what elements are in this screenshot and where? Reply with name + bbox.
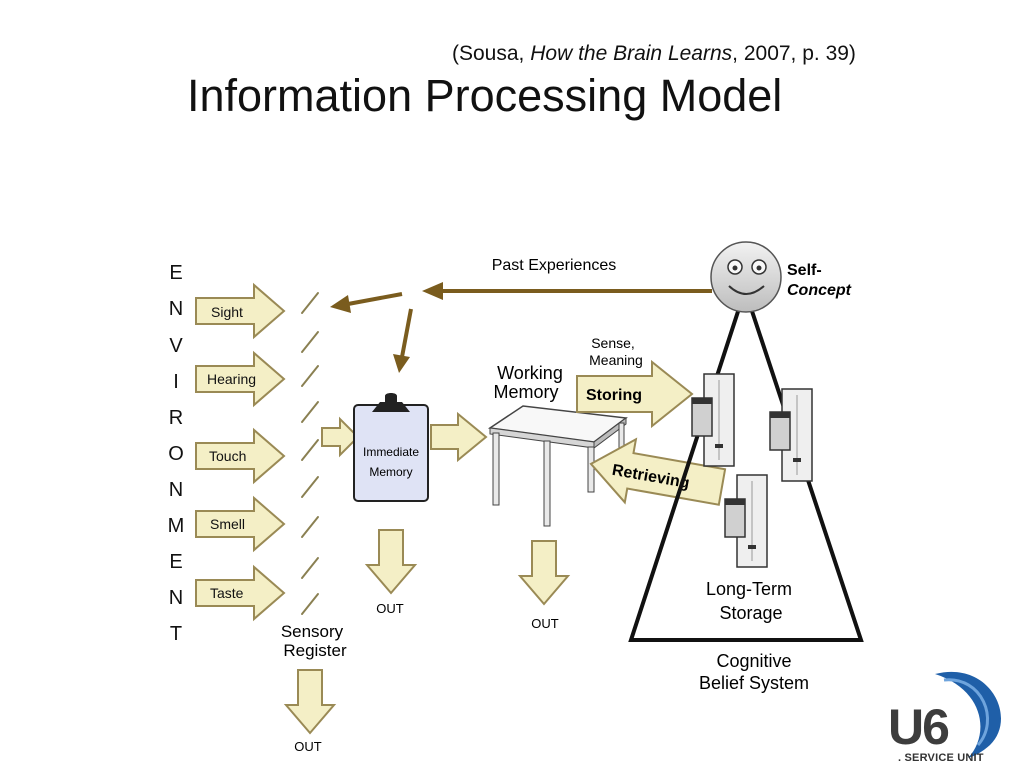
citation-close: , 2007, p. 39) — [732, 42, 856, 65]
immediate-memory-clipboard: Immediate Memory — [353, 393, 429, 502]
working-memory-label-2: Memory — [493, 382, 558, 402]
out-arrow-working: OUT — [517, 540, 571, 631]
environment-letter: E — [169, 262, 182, 284]
sense-label-hearing: Hearing — [207, 371, 256, 387]
sense-label-smell: Smell — [210, 516, 245, 532]
storing-label: Storing — [586, 387, 642, 404]
filing-cabinet-icon — [724, 474, 768, 568]
smiley-face-icon — [710, 241, 782, 313]
environment-letter: E — [169, 551, 182, 573]
citation: (Sousa, How the Brain Learns, 2007, p. 3… — [452, 42, 952, 66]
filing-cabinet-icon — [691, 373, 735, 467]
storing-arrow: Storing — [576, 359, 694, 429]
environment-letters: E N V I R O N M E N T — [168, 262, 185, 645]
u6-logo: U6 — [888, 671, 1002, 758]
working-memory-label: Working — [497, 363, 563, 383]
arrow-to-immediate-memory — [321, 416, 360, 458]
past-experiences-label: Past Experiences — [492, 257, 617, 274]
arrow-to-working-memory — [430, 411, 488, 463]
long-term-storage-label-2: Storage — [719, 603, 782, 623]
working-memory-table: Working Memory — [487, 363, 628, 527]
environment-letter: M — [168, 515, 185, 537]
sense-arrow-hearing: Hearing — [195, 350, 286, 408]
environment-letter: I — [173, 371, 179, 393]
out-label-working: OUT — [531, 616, 559, 631]
cognitive-belief-label: Cognitive — [716, 651, 791, 671]
past-experiences-arrows — [330, 282, 712, 373]
self-concept-label: Self- — [787, 262, 822, 279]
environment-letter: N — [169, 298, 183, 320]
environment-letter: R — [169, 407, 183, 429]
sense-label-taste: Taste — [210, 585, 244, 601]
sensory-register-label-2: Register — [283, 641, 347, 660]
sense-arrow-taste: Taste — [195, 564, 286, 622]
out-label-sensory: OUT — [294, 739, 322, 754]
citation-book: How the Brain Learns — [530, 42, 733, 65]
sensory-register-label: Sensory — [281, 622, 344, 641]
filing-cabinet-icon — [769, 388, 813, 482]
citation-open: (Sousa, — [452, 42, 531, 65]
environment-letter: O — [168, 443, 184, 465]
immediate-memory-label-2: Memory — [369, 465, 412, 479]
sense-label-touch: Touch — [209, 448, 246, 464]
sense-arrow-smell: Smell — [195, 495, 286, 553]
out-label-immediate: OUT — [376, 601, 404, 616]
immediate-memory-label: Immediate — [363, 445, 419, 459]
sense-arrow-touch: Touch — [195, 427, 286, 485]
page-title: Information Processing Model — [187, 70, 783, 121]
retrieving-arrow: Retrieving — [589, 437, 727, 506]
sense-label-sight: Sight — [211, 304, 243, 320]
environment-letter: N — [169, 479, 183, 501]
sense-arrows: Sight Hearing Touch Smell Taste — [195, 282, 286, 622]
sense-arrow-sight: Sight — [195, 282, 286, 340]
out-arrow-immediate: OUT — [364, 529, 418, 616]
sense-meaning-label-2: Meaning — [589, 352, 643, 368]
cognitive-belief-label-2: Belief System — [699, 673, 809, 693]
logo-mark: U6 — [888, 699, 948, 755]
self-concept-label-2: Concept — [787, 282, 852, 299]
logo-text: . SERVICE UNIT — [898, 752, 984, 764]
sense-meaning-label: Sense, — [591, 335, 635, 351]
sensory-register-slashes — [301, 292, 319, 615]
out-arrow-sensory: OUT — [283, 669, 337, 754]
environment-letter: T — [170, 623, 182, 645]
long-term-storage-label: Long-Term — [706, 579, 792, 599]
environment-letter: V — [169, 335, 183, 357]
environment-letter: N — [169, 587, 183, 609]
